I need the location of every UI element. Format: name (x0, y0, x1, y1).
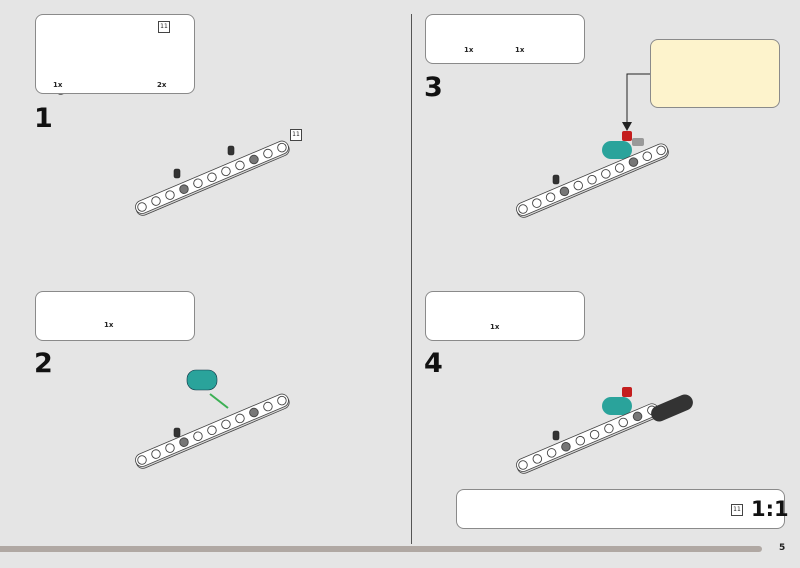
beam-hole (518, 460, 528, 470)
beam-hole (179, 437, 189, 447)
part-length-label: 11 (158, 21, 170, 33)
beam-hole (179, 184, 189, 194)
beam-hole (151, 449, 161, 459)
black-pin (552, 174, 560, 185)
beam-hole (137, 202, 147, 212)
beam-hole (151, 196, 161, 206)
beam-hole (249, 407, 259, 418)
page-number: 5 (779, 543, 786, 553)
step-number: 3 (424, 72, 443, 103)
part-qty: 1x (53, 81, 63, 89)
beam-hole (263, 148, 273, 159)
red-axle (622, 387, 632, 397)
arrow-head (622, 122, 632, 131)
scale-text: 1:1 (751, 497, 789, 521)
part-qty: 1x (515, 46, 525, 54)
page-divider (411, 14, 412, 544)
part-qty: 1x (490, 323, 500, 331)
beam-hole (165, 443, 175, 453)
teal-connector (186, 369, 218, 391)
beam-hole (642, 151, 653, 161)
beam-hole (573, 180, 583, 191)
beam-hole (235, 160, 245, 171)
footer-bar (0, 546, 762, 552)
black-pin (552, 430, 560, 441)
beam-hole (656, 145, 666, 156)
beam-11-assembly (135, 393, 290, 469)
beam-hole (589, 429, 600, 440)
beam-hole (628, 157, 639, 167)
beam-hole (546, 448, 557, 458)
beam-hole (532, 198, 542, 208)
beam-11-assembly (516, 143, 669, 218)
part-length-label: 11 (290, 129, 302, 141)
black-pin (227, 145, 235, 156)
beam-hole (604, 423, 614, 434)
teal-connector (602, 397, 632, 415)
beam-hole (518, 204, 528, 214)
beam-11-assembly (516, 403, 660, 474)
step-number: 2 (34, 348, 53, 379)
part-qty: 2x (157, 81, 167, 89)
step-number: 1 (34, 103, 53, 134)
beam-hole (249, 154, 259, 165)
beam-hole (193, 178, 203, 188)
beam-hole (221, 419, 231, 430)
part-qty: 1x (104, 321, 114, 329)
ruler-length-label: 11 (731, 504, 743, 516)
beam-hole (221, 166, 231, 177)
step-3-parts-box (425, 14, 585, 64)
step-4-parts-box (425, 291, 585, 341)
part-qty: 1x (464, 46, 474, 54)
beam-hole (614, 163, 625, 173)
red-axle (622, 131, 632, 141)
beam-hole (587, 174, 597, 185)
beam-hole (561, 442, 571, 452)
beam-hole (545, 192, 556, 203)
green-arrow (209, 393, 229, 409)
callout-leader-line (626, 73, 650, 122)
beam-hole (618, 417, 628, 428)
beam-11-assembly (135, 140, 290, 216)
beam-hole (193, 431, 203, 441)
beam-hole (263, 401, 273, 412)
step-number: 4 (424, 348, 443, 379)
black-pin (173, 168, 181, 179)
beam-hole (137, 455, 147, 465)
teal-connector (602, 141, 632, 159)
beam-hole (165, 190, 175, 200)
beam-hole (207, 172, 217, 183)
step-2-parts-box (35, 291, 195, 341)
scale-ruler-box (456, 489, 785, 529)
black-pin (173, 427, 181, 438)
beam-hole (532, 454, 543, 464)
beam-hole (601, 169, 611, 179)
beam-hole (277, 142, 287, 153)
beam-hole (632, 411, 643, 422)
beam-hole (559, 186, 570, 197)
gray-axle-pin (632, 138, 644, 146)
black-connector (651, 394, 693, 422)
beam-hole (575, 435, 586, 446)
callout-box (650, 39, 780, 108)
beam-hole (207, 425, 217, 436)
beam-hole (235, 413, 245, 424)
beam-hole (277, 395, 287, 406)
